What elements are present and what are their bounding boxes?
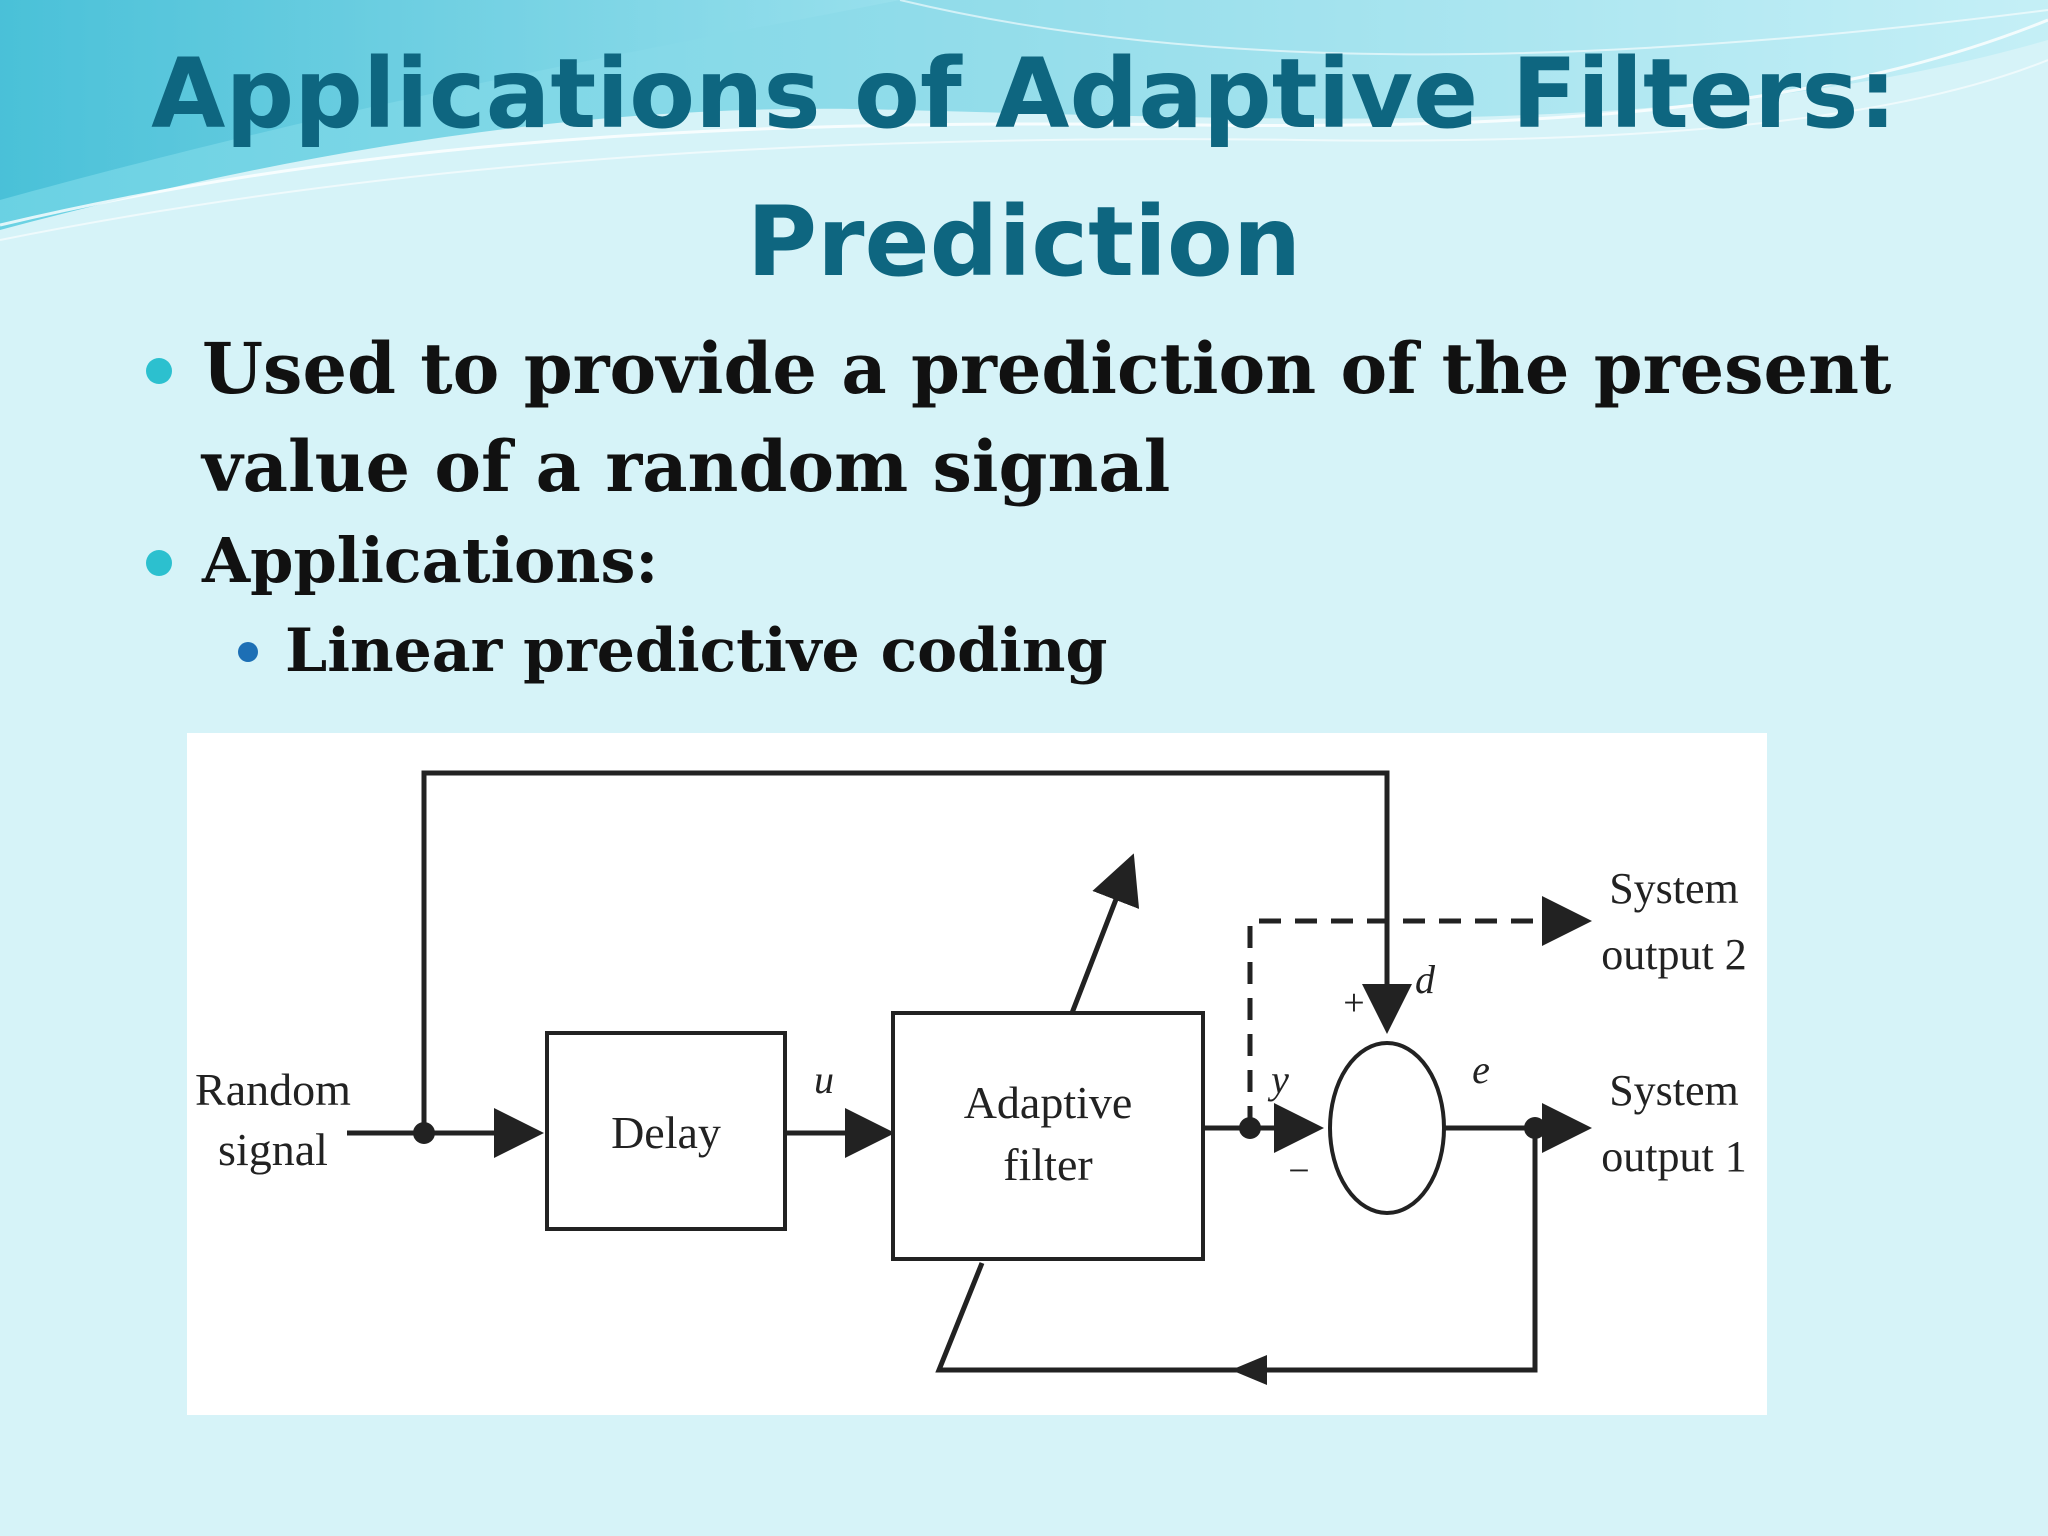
minus-sign: − <box>1288 1150 1309 1192</box>
system-output-2-label-line-2: output 2 <box>1601 930 1746 979</box>
bullet-text-line-2: value of a random signal <box>202 425 1171 508</box>
bullet-text-line-1: Used to provide a prediction of the pres… <box>202 327 1892 410</box>
feedback-arrowhead-icon <box>1231 1355 1267 1385</box>
system-output-1-label-line-2: output 1 <box>1601 1132 1746 1181</box>
input-label-line-1: Random <box>195 1064 351 1115</box>
prediction-block-diagram: Random signal Delay u Adaptive filter y … <box>187 733 1767 1415</box>
plus-sign: + <box>1343 982 1364 1024</box>
adaptive-filter-block <box>891 1011 1205 1261</box>
bullet-item: Applications: <box>140 516 1960 606</box>
adaptation-arrow <box>1069 853 1140 1014</box>
y-label: y <box>1267 1057 1289 1102</box>
input-label-line-2: signal <box>218 1124 328 1175</box>
delay-block <box>545 1031 787 1231</box>
junction-dot <box>413 1122 435 1144</box>
bullet-dot-icon <box>146 358 172 384</box>
summing-junction <box>1328 1041 1446 1215</box>
system-output-1-label-line-1: System <box>1609 1066 1739 1115</box>
title-line-1: Applications of Adaptive Filters: <box>151 38 1897 150</box>
d-label: d <box>1415 957 1436 1002</box>
slide-title: Applications of Adaptive Filters: Predic… <box>0 20 2048 316</box>
header-wave-decoration <box>0 0 2048 241</box>
title-line-2: Prediction <box>746 186 1302 298</box>
sub-bullet-item: Linear predictive coding <box>140 606 1960 696</box>
junction-dot <box>1239 1117 1261 1139</box>
delay-label: Delay <box>611 1107 721 1158</box>
bullet-list: Used to provide a prediction of the pres… <box>140 320 1960 696</box>
system-output-2-label-line-1: System <box>1609 864 1739 913</box>
sub-bullet-text: Linear predictive coding <box>285 616 1108 686</box>
bullet-dot-icon <box>146 550 172 576</box>
filter-label-line-1: Adaptive <box>964 1077 1133 1128</box>
bullet-text: Applications: <box>202 524 659 597</box>
sub-bullet-dot-icon <box>238 642 258 662</box>
u-label: u <box>814 1057 834 1102</box>
junction-dot <box>1524 1117 1546 1139</box>
e-label: e <box>1472 1047 1490 1092</box>
bullet-item: Used to provide a prediction of the pres… <box>140 320 1960 516</box>
desired-signal-path <box>421 770 1412 1133</box>
filter-label-line-2: filter <box>1003 1139 1092 1190</box>
